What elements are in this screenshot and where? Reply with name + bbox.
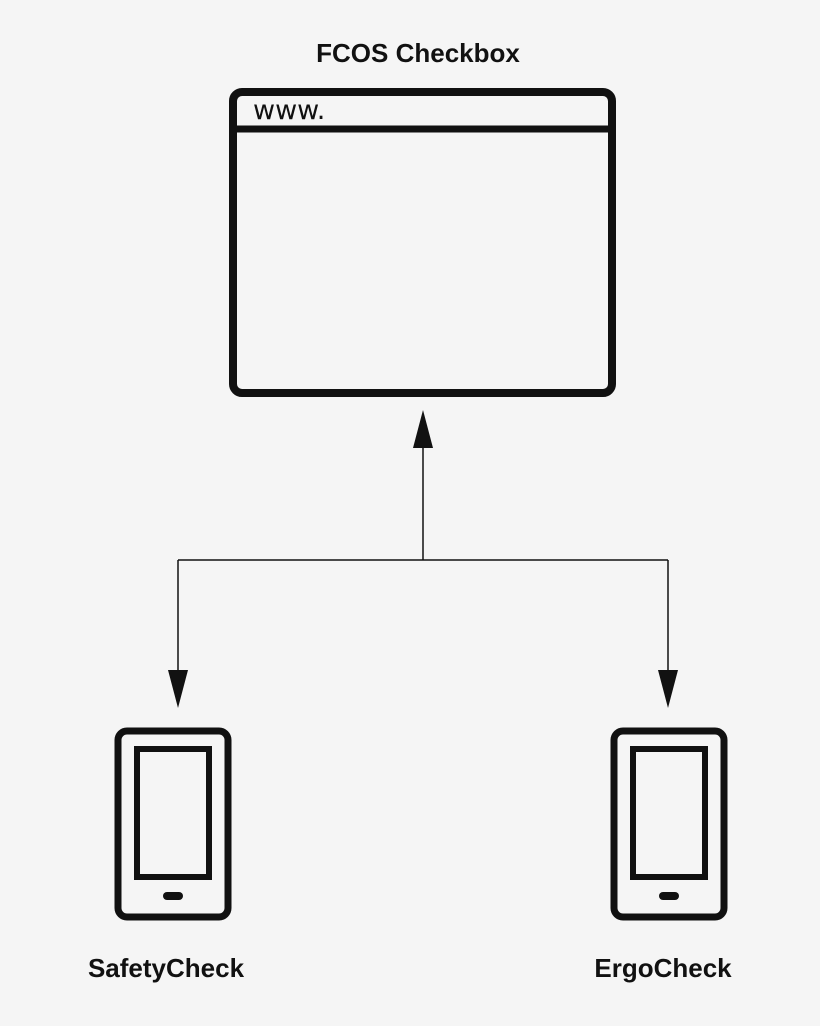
device-label-ergocheck: ErgoCheck — [594, 953, 732, 983]
arrow-down-icon — [168, 670, 188, 708]
connector-lines — [177, 445, 669, 670]
device-label-safetycheck: SafetyCheck — [87, 953, 245, 983]
smartphone-icon — [114, 727, 232, 921]
arrow-up-icon — [413, 410, 433, 448]
browser-url-text: www. — [253, 95, 325, 126]
browser-window-icon: www. — [229, 88, 616, 397]
diagram-title: FCOS Checkbox — [316, 38, 520, 68]
arrow-down-icon — [658, 670, 678, 708]
smartphone-icon — [610, 727, 728, 921]
